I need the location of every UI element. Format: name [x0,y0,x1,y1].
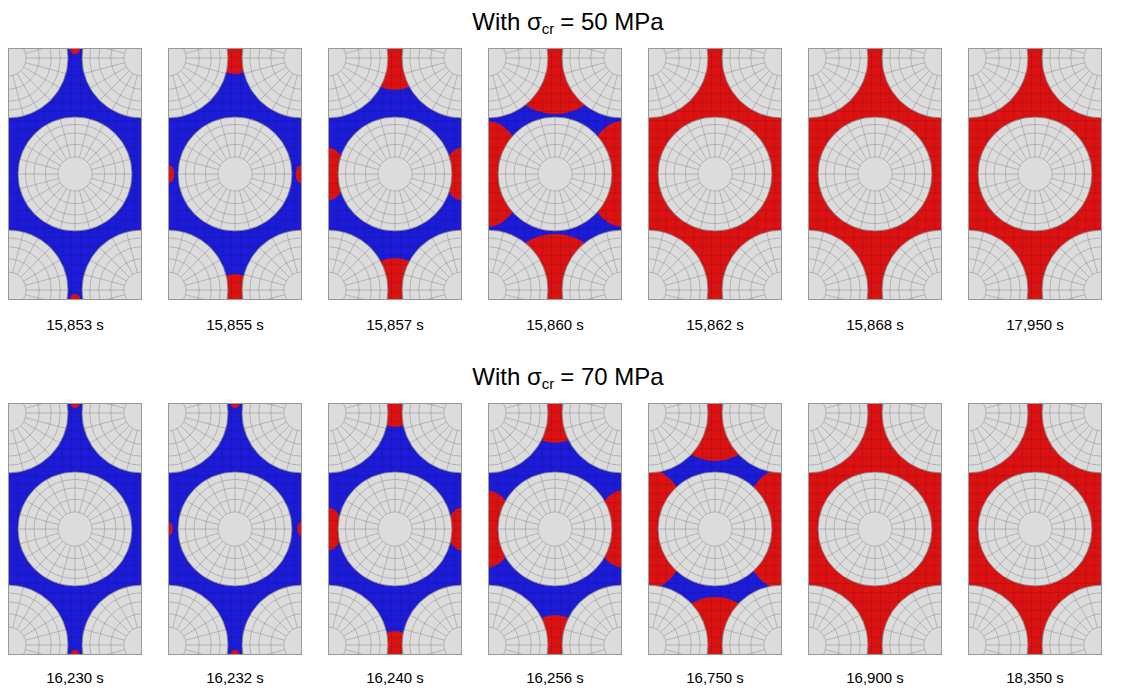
unit-cell-figure [328,403,462,655]
unit-cell-figure [488,403,622,655]
heading-subscript: cr [542,20,555,37]
unit-cell-figure [8,403,142,655]
time-label: 15,862 s [686,316,744,333]
time-label: 16,230 s [46,669,104,686]
unit-cell-figure [648,403,782,655]
time-label: 15,857 s [366,316,424,333]
time-label: 15,855 s [206,316,264,333]
unit-cell-figure [168,403,302,655]
time-label: 16,232 s [206,669,264,686]
time-label: 16,240 s [366,669,424,686]
unit-cell-figure [328,48,462,300]
time-label: 16,750 s [686,669,744,686]
unit-cell-figure [808,48,942,300]
unit-cell-figure [808,403,942,655]
heading-text: With σ [472,8,541,35]
time-label: 18,350 s [1006,669,1064,686]
unit-cell-figure [648,48,782,300]
heading-text: = 70 MPa [560,363,663,390]
unit-cell-figure [968,403,1102,655]
row-heading: With σcr = 50 MPa [472,8,663,37]
time-label: 16,900 s [846,669,904,686]
heading-subscript: cr [542,375,555,392]
time-label: 15,860 s [526,316,584,333]
time-label: 15,868 s [846,316,904,333]
unit-cell-figure [168,48,302,300]
time-label: 17,950 s [1006,316,1064,333]
heading-text: With σ [472,363,541,390]
time-label: 16,256 s [526,669,584,686]
unit-cell-figure [968,48,1102,300]
time-label: 15,853 s [46,316,104,333]
heading-text: = 50 MPa [560,8,663,35]
unit-cell-figure [488,48,622,300]
unit-cell-figure [8,48,142,300]
row-heading: With σcr = 70 MPa [472,363,663,392]
